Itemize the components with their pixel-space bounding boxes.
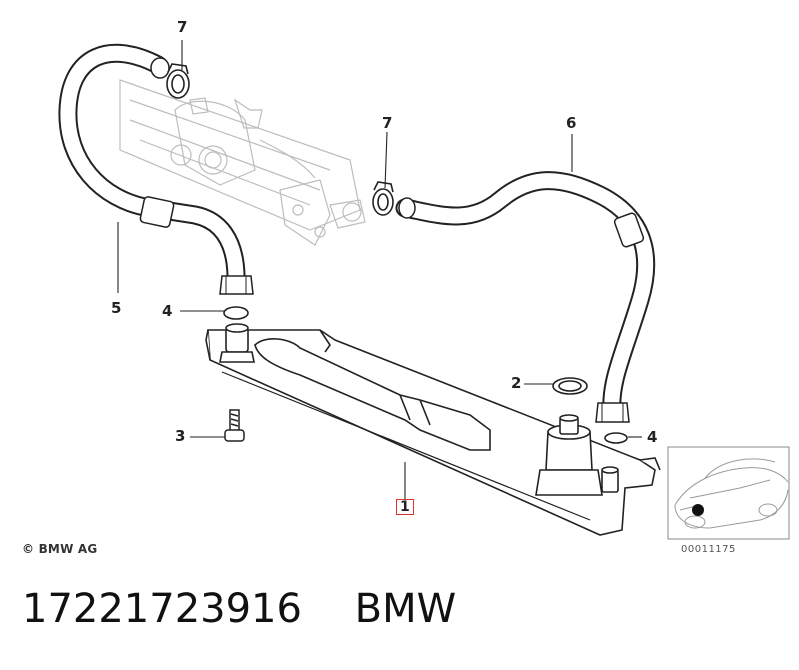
callout-3: 3 — [175, 427, 186, 445]
background-engine-block — [119, 79, 366, 246]
parts-diagram — [58, 40, 790, 540]
hose-5 — [58, 43, 254, 295]
callout-5: 5 — [111, 299, 122, 317]
inset-car-thumbnail — [667, 446, 790, 540]
oil-cooler-1 — [205, 323, 661, 536]
part-number: 17221723916 — [22, 586, 302, 632]
inset-reference-code: 00011175 — [681, 544, 736, 555]
brand-name: BMW — [354, 586, 457, 632]
hose-6 — [395, 171, 656, 423]
callout-4-left: 4 — [162, 302, 173, 320]
washer-2 — [552, 377, 588, 395]
location-marker-icon — [692, 504, 704, 516]
callout-1-highlighted[interactable]: 1 — [396, 499, 414, 515]
clamp-7b — [372, 181, 394, 216]
leader-lines — [117, 40, 642, 500]
part-caption: 17221723916 BMW — [22, 586, 456, 632]
washer-4-left — [223, 306, 249, 320]
washer-4-right — [604, 432, 628, 444]
callout-4-right: 4 — [647, 428, 658, 446]
clamp-7a — [166, 63, 190, 99]
bolt-3 — [224, 409, 245, 442]
callout-7a: 7 — [177, 18, 188, 36]
callout-6: 6 — [566, 114, 577, 132]
copyright-notice: © BMW AG — [22, 542, 98, 556]
callout-2: 2 — [511, 374, 522, 392]
callout-7b: 7 — [382, 114, 393, 132]
